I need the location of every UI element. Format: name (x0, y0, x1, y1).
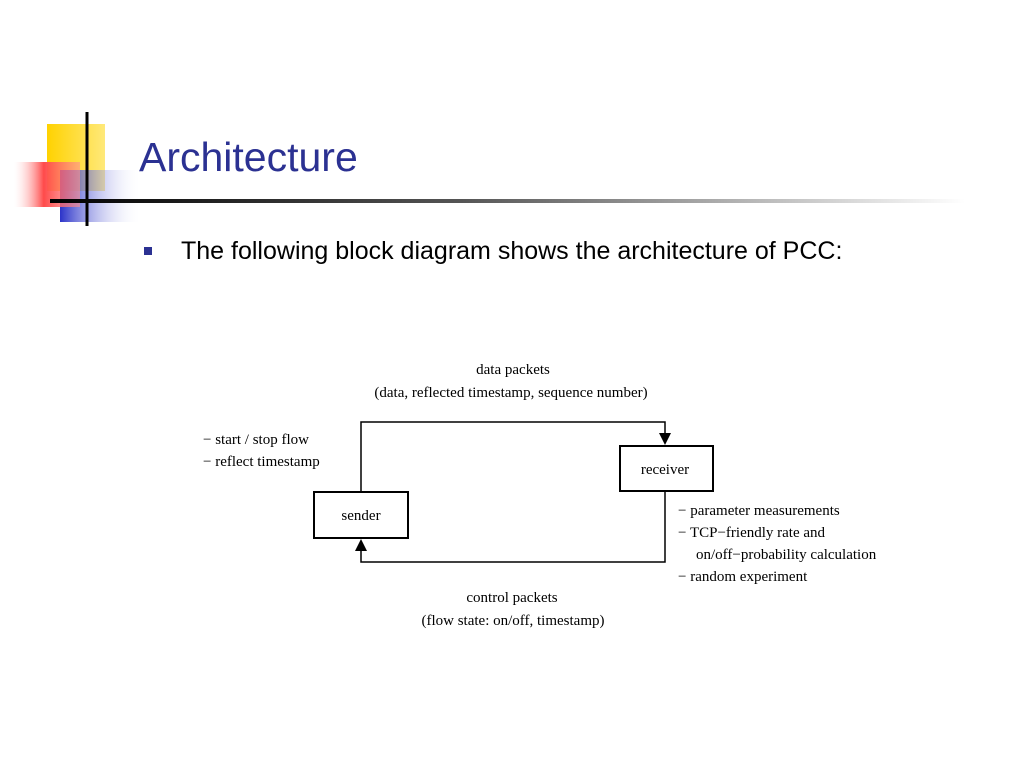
sender-notes: − start / stop flow − reflect timestamp (203, 432, 320, 470)
control-packets-arrow (360, 491, 666, 563)
sender-note: − reflect timestamp (203, 454, 320, 470)
control-packets-fields: (flow state: on/off, timestamp) (421, 613, 604, 629)
receiver-note: − TCP−friendly rate and (678, 525, 826, 541)
bullet-item: The following block diagram shows the ar… (144, 234, 842, 268)
receiver-note: − random experiment (678, 569, 808, 585)
receiver-note: − parameter measurements (678, 503, 840, 519)
receiver-notes: − parameter measurements − TCP−friendly … (678, 503, 877, 585)
data-packets-fields: (data, reflected timestamp, sequence num… (374, 385, 647, 401)
sender-label: sender (341, 508, 380, 524)
data-packets-arrow (360, 421, 666, 492)
sender-box (313, 491, 409, 539)
data-packets-label: data packets (476, 362, 550, 378)
data-arrowhead-icon (659, 433, 671, 445)
receiver-box (619, 445, 714, 492)
control-packets-label: control packets (466, 590, 557, 606)
slide-title: Architecture (139, 134, 358, 180)
receiver-note: on/off−probability calculation (696, 547, 877, 563)
title-decoration (14, 112, 965, 226)
bullet-text: The following block diagram shows the ar… (181, 236, 843, 265)
title-underline (50, 199, 965, 203)
control-arrowhead-icon (355, 539, 367, 551)
receiver-label: receiver (641, 462, 689, 478)
sender-note: − start / stop flow (203, 432, 309, 448)
bullet-square-icon (144, 247, 152, 255)
